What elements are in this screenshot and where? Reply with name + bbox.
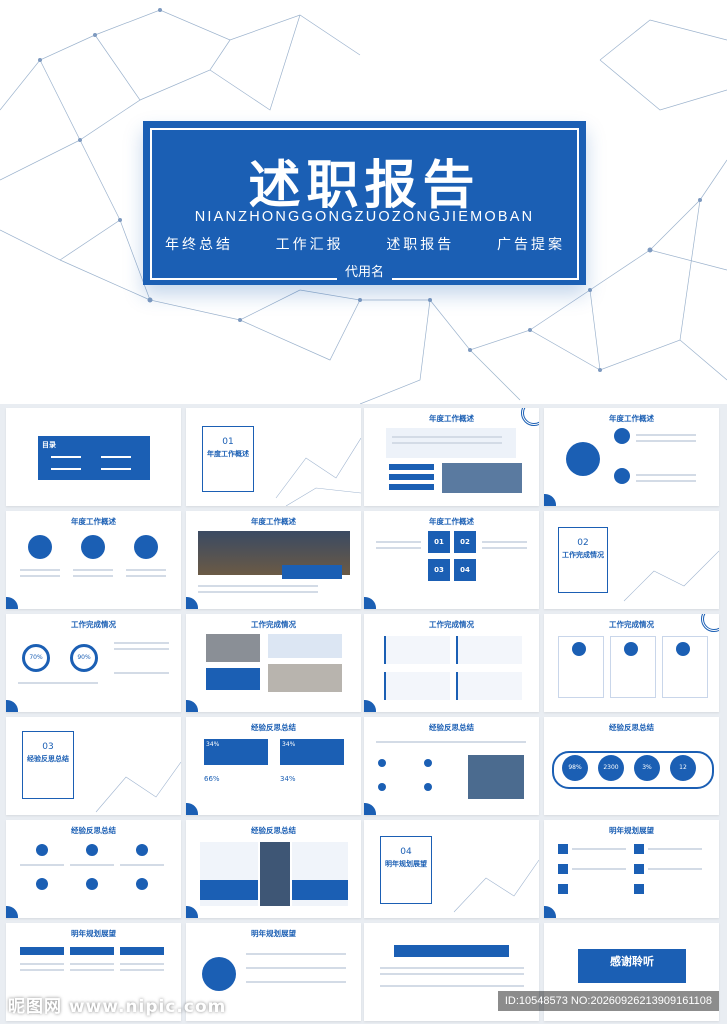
slide-title: 工作完成情况 <box>71 620 116 629</box>
slide-title: 年度工作概述 <box>609 414 654 423</box>
slide-thumbnail[interactable]: 04 明年规划展望 <box>364 820 539 918</box>
section-title: 工作完成情况 <box>562 551 604 559</box>
watermark-bar: 昵图网 www.nipic.com ID:10548573 NO:2026092… <box>0 982 727 1024</box>
slide-title: 工作完成情况 <box>251 620 296 629</box>
section-title: 明年规划展望 <box>385 860 427 868</box>
flow-value: 98% <box>562 755 588 781</box>
donut-value: 70% <box>22 644 50 672</box>
cover-pinyin: NIANZHONGGONGZUOZONGJIEMOBAN <box>194 209 535 225</box>
watermark-id: ID:10548573 NO:20260926213909161108 <box>497 991 719 1011</box>
section-number: 03 <box>42 742 54 752</box>
slide-thumbnail[interactable]: 年度工作概述 <box>6 511 181 609</box>
flow-value: 12 <box>670 755 696 781</box>
percent-card: 34% <box>204 739 268 765</box>
percent-card: 34% <box>280 775 296 783</box>
slide-thumbnail[interactable]: 年度工作概述 <box>364 408 539 506</box>
cover-tag: 述职报告 <box>386 237 455 253</box>
slide-title: 年度工作概述 <box>251 517 296 526</box>
network-decoration <box>453 859 539 913</box>
slide-title: 经验反思总结 <box>71 826 116 835</box>
cover-tags: 年终总结 工作汇报 述职报告 广告提案 <box>165 234 565 254</box>
flow-value: 2300 <box>598 755 624 781</box>
slide-thumbnail[interactable]: 明年规划展望 <box>186 923 361 1021</box>
slide-thumbnail[interactable]: 年度工作概述 <box>544 408 719 506</box>
cover-subtitle: 代用名 <box>143 261 586 280</box>
title-banner: 述职报告 NIANZHONGGONGZUOZONGJIEMOBAN 年终总结 工… <box>143 121 586 285</box>
slide-thumbnail[interactable]: 经验反思总结 <box>186 820 361 918</box>
network-lines-decoration <box>0 8 727 404</box>
slide-thumbnail-toc[interactable]: 目录 <box>6 408 181 506</box>
slide-title: 经验反思总结 <box>609 723 654 732</box>
slide-thumbnail[interactable]: 明年规划展望 <box>544 820 719 918</box>
slide-title: 明年规划展望 <box>251 929 296 938</box>
slide-title: 经验反思总结 <box>251 723 296 732</box>
number-badge: 04 <box>454 559 476 581</box>
slide-thumbnail[interactable] <box>364 923 539 1021</box>
number-badge: 02 <box>454 531 476 553</box>
network-decoration <box>275 437 361 506</box>
end-title: 感谢聆听 <box>610 955 654 968</box>
slide-thumbnail[interactable]: 工作完成情况 70% 90% <box>6 614 181 712</box>
slide-thumbnail[interactable]: 工作完成情况 <box>186 614 361 712</box>
slide-thumbnail[interactable]: 01 年度工作概述 <box>186 408 361 506</box>
slide-title: 明年规划展望 <box>71 929 116 938</box>
slide-title: 明年规划展望 <box>609 826 654 835</box>
slide-title: 工作完成情况 <box>429 620 474 629</box>
slide-thumbnail[interactable]: 经验反思总结 <box>364 717 539 815</box>
section-card: 02 工作完成情况 <box>558 527 608 593</box>
number-badge: 03 <box>428 559 450 581</box>
section-card: 01 年度工作概述 <box>202 426 254 492</box>
slide-thumbnail[interactable]: 年度工作概述 <box>186 511 361 609</box>
cover-tag: 广告提案 <box>496 237 565 253</box>
slide-title: 年度工作概述 <box>429 414 474 423</box>
slide-thumbnail[interactable]: 明年规划展望 <box>6 923 181 1021</box>
watermark-site: 昵图网 www.nipic.com <box>8 997 227 1017</box>
section-number: 04 <box>400 847 412 857</box>
slide-thumbnail[interactable]: 工作完成情况 <box>544 614 719 712</box>
slide-thumbnail[interactable]: 年度工作概述 01 02 03 04 <box>364 511 539 609</box>
slide-title: 年度工作概述 <box>71 517 116 526</box>
section-title: 年度工作概述 <box>207 450 249 458</box>
number-badge: 01 <box>428 531 450 553</box>
section-number: 02 <box>577 538 589 548</box>
section-card: 03 经验反思总结 <box>22 731 74 799</box>
slide-title: 经验反思总结 <box>429 723 474 732</box>
slide-thumbnail[interactable]: 工作完成情况 <box>364 614 539 712</box>
section-card: 04 明年规划展望 <box>380 836 432 904</box>
slide-title: 年度工作概述 <box>429 517 474 526</box>
slide-thumbnail-grid: 目录 01 年度工作概述 年度工作概述 年度工作概述 年度工 <box>6 408 722 1021</box>
cover-tag: 年终总结 <box>165 237 233 253</box>
network-decoration <box>95 761 181 813</box>
slide-title: 工作完成情况 <box>609 620 654 629</box>
slide-thumbnail[interactable]: 03 经验反思总结 <box>6 717 181 815</box>
percent-card: 34% <box>280 739 344 765</box>
flow-value: 3% <box>634 755 660 781</box>
slide-title: 经验反思总结 <box>251 826 296 835</box>
slide-thumbnail[interactable]: 经验反思总结 34% 34% 66% 34% <box>186 717 361 815</box>
slide-thumbnail-end[interactable]: 感谢聆听 <box>544 923 719 1021</box>
cover-title: 述职报告 <box>248 155 481 216</box>
cover-tag: 工作汇报 <box>275 237 344 253</box>
slide-thumbnail[interactable]: 02 工作完成情况 <box>544 511 719 609</box>
network-decoration <box>623 550 719 602</box>
percent-card: 66% <box>204 775 220 783</box>
section-number: 01 <box>222 437 234 447</box>
cover-slide: 述职报告 NIANZHONGGONGZUOZONGJIEMOBAN 年终总结 工… <box>0 0 727 404</box>
slide-thumbnail[interactable]: 经验反思总结 98% 2300 3% 12 <box>544 717 719 815</box>
toc-banner <box>38 436 150 480</box>
slide-thumbnail[interactable]: 经验反思总结 <box>6 820 181 918</box>
section-title: 经验反思总结 <box>27 755 69 763</box>
donut-value: 90% <box>70 644 98 672</box>
toc-title: 目录 <box>42 441 56 449</box>
